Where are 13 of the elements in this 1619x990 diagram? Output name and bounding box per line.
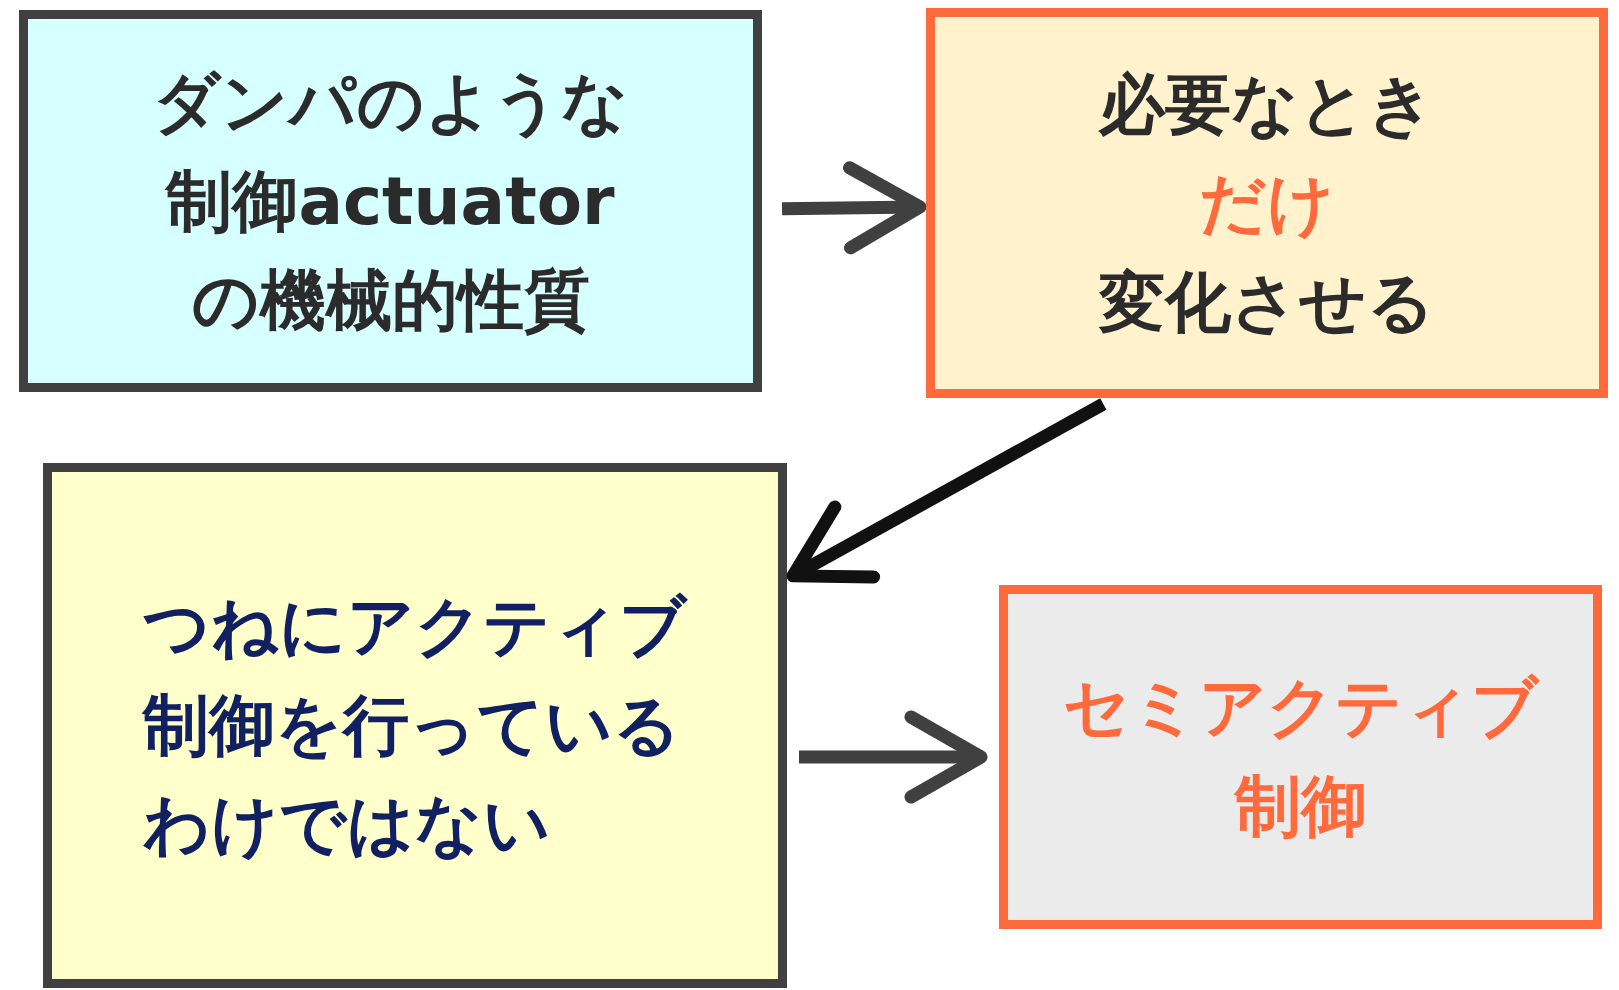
box-text: つねにアクティブ制御を行っているわけではない [142,587,688,865]
box-text: だけ [1198,163,1336,244]
info-box [43,463,787,988]
box-text: 変化させる [1098,262,1436,343]
result-box [999,585,1602,929]
box-text: ダンパのような制御actuatorの機械的性質 [151,62,630,341]
info-box [926,8,1608,398]
box-text: セミアクティブ制御 [1061,668,1541,847]
box-text: 必要なとき [1097,64,1436,145]
arrow [799,710,988,804]
arrow [781,161,927,255]
arrow [786,398,1107,584]
info-box [19,10,762,392]
